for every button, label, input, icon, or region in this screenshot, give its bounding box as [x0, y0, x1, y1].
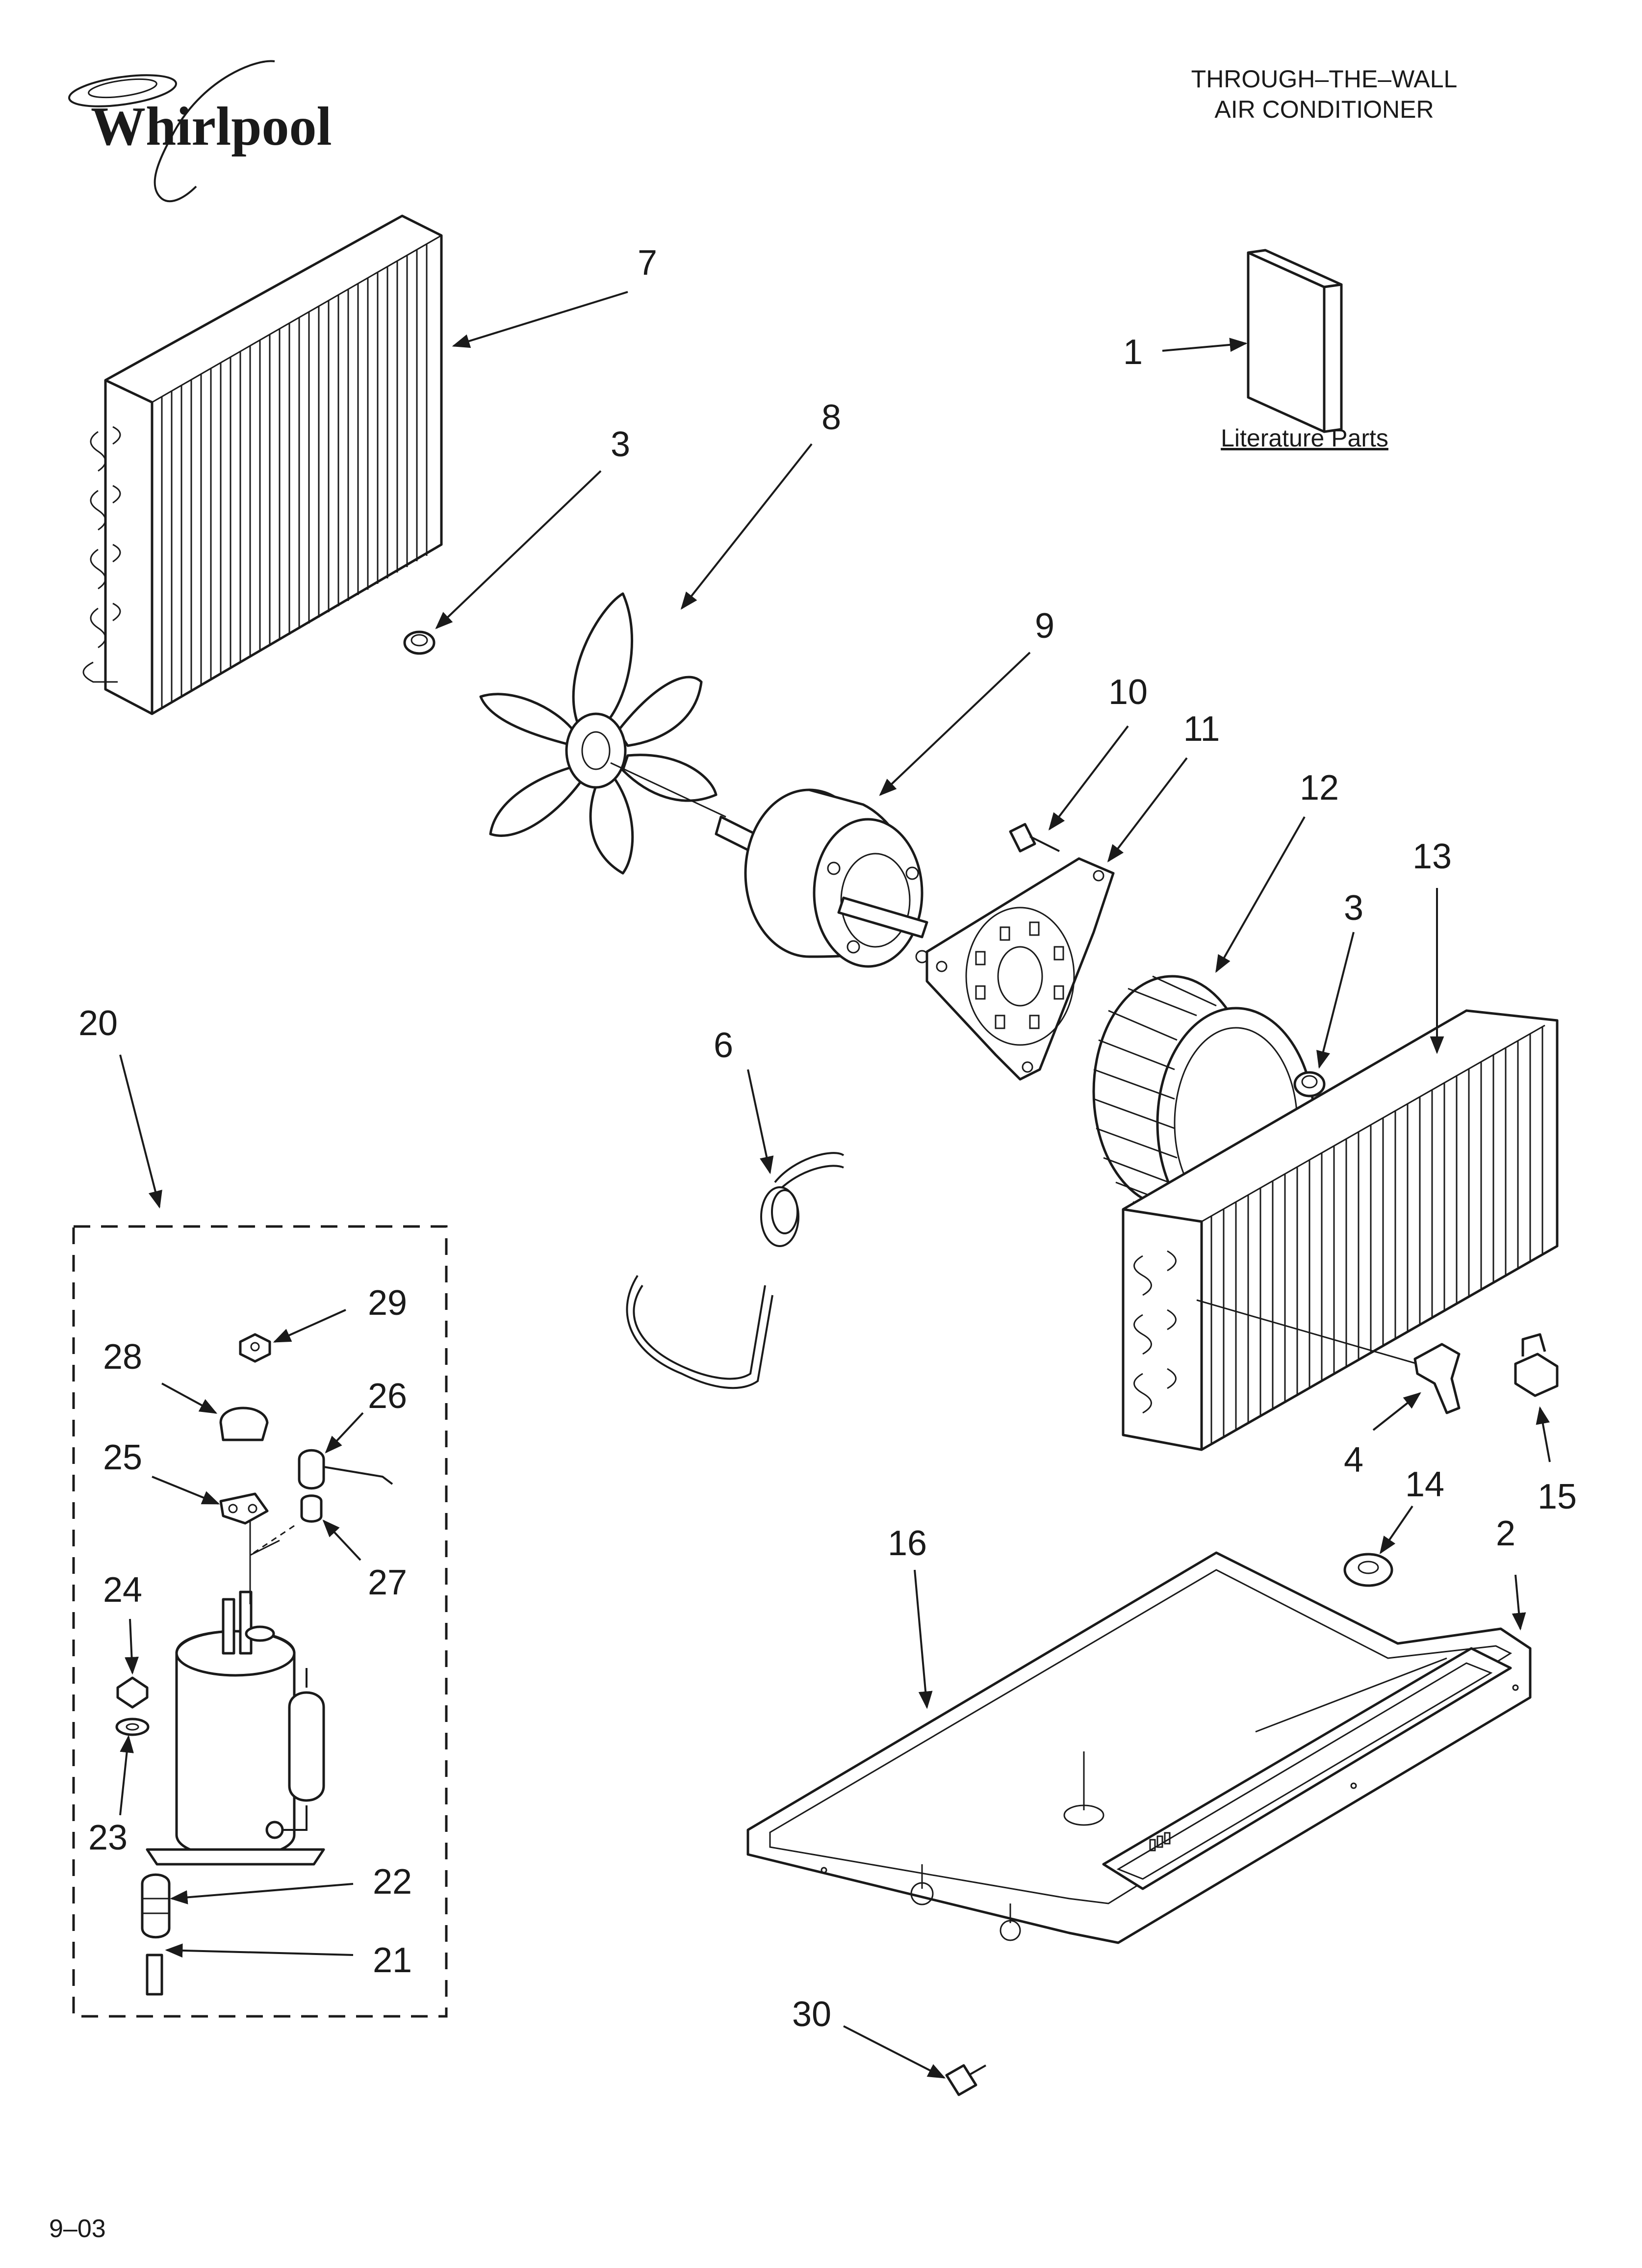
- callout-8: 8: [821, 398, 841, 437]
- whirlpool-logo: Whirlpool: [68, 60, 332, 203]
- evaporator-coil: [1122, 1009, 1559, 1451]
- product-title-line1: THROUGH–THE–WALL: [1191, 65, 1458, 93]
- compressor-washer: [115, 1718, 150, 1736]
- compressor-sleeve: [146, 1954, 163, 1996]
- product-title-line2: AIR CONDITIONER: [1214, 96, 1434, 123]
- callout-30: 30: [792, 1995, 831, 2034]
- callout-21: 21: [373, 1941, 412, 1980]
- rubber-grommet: [1343, 1553, 1393, 1587]
- date-code: 9–03: [49, 2215, 106, 2243]
- callout-22: 22: [373, 1862, 412, 1902]
- callout-6: 6: [714, 1026, 733, 1065]
- compressor-nut: [116, 1676, 149, 1709]
- callout-29: 29: [368, 1283, 407, 1323]
- motor-mount-screw: [1009, 823, 1060, 853]
- brand-logo-text: Whirlpool: [91, 96, 332, 157]
- base-pan: [746, 1551, 1532, 1944]
- base-pan-screw: [945, 2064, 986, 2096]
- callout-11: 11: [1183, 709, 1220, 749]
- terminal-cover: [219, 1407, 269, 1441]
- fan-motor: [715, 788, 929, 968]
- literature-parts-label: Literature Parts: [1221, 424, 1388, 452]
- compressor-grommet: [141, 1873, 171, 1939]
- motor-mount-bracket: [925, 857, 1115, 1081]
- callout-27: 27: [368, 1563, 407, 1602]
- retainer-clip: [1514, 1333, 1559, 1397]
- callout-12: 12: [1300, 768, 1339, 808]
- callout-2: 2: [1496, 1514, 1515, 1553]
- callout-3a: 3: [611, 425, 630, 464]
- terminal-cover-nut: [239, 1333, 271, 1363]
- overload-protector: [298, 1449, 393, 1490]
- callout-13: 13: [1412, 837, 1452, 876]
- callout-25: 25: [103, 1438, 142, 1477]
- callout-7: 7: [638, 243, 657, 283]
- callout-16: 16: [888, 1524, 927, 1563]
- callout-20: 20: [78, 1004, 118, 1043]
- callout-23: 23: [88, 1818, 128, 1857]
- overload-insulator: [300, 1494, 323, 1523]
- condenser-coil: [82, 214, 443, 715]
- callout-15: 15: [1538, 1477, 1577, 1516]
- callout-24: 24: [103, 1570, 142, 1610]
- callout-28: 28: [103, 1337, 142, 1377]
- hose-clamp-upper: [403, 630, 436, 655]
- compressor-assembly-box: [72, 1225, 448, 2018]
- tension-spring: [626, 1152, 845, 1389]
- terminal-plate: [219, 1492, 269, 1525]
- literature-parts-booklet: [1247, 249, 1343, 433]
- callout-26: 26: [368, 1377, 407, 1416]
- coil-bracket-clip: [1413, 1343, 1461, 1414]
- callout-10: 10: [1108, 673, 1148, 712]
- fan-blade: [479, 592, 726, 875]
- callout-3b: 3: [1344, 888, 1363, 928]
- callout-4: 4: [1344, 1440, 1363, 1480]
- callout-1: 1: [1123, 333, 1143, 372]
- callout-9: 9: [1035, 606, 1054, 646]
- hose-clamp-lower: [1293, 1071, 1326, 1097]
- callout-14: 14: [1405, 1465, 1444, 1504]
- compressor: [146, 1539, 325, 1866]
